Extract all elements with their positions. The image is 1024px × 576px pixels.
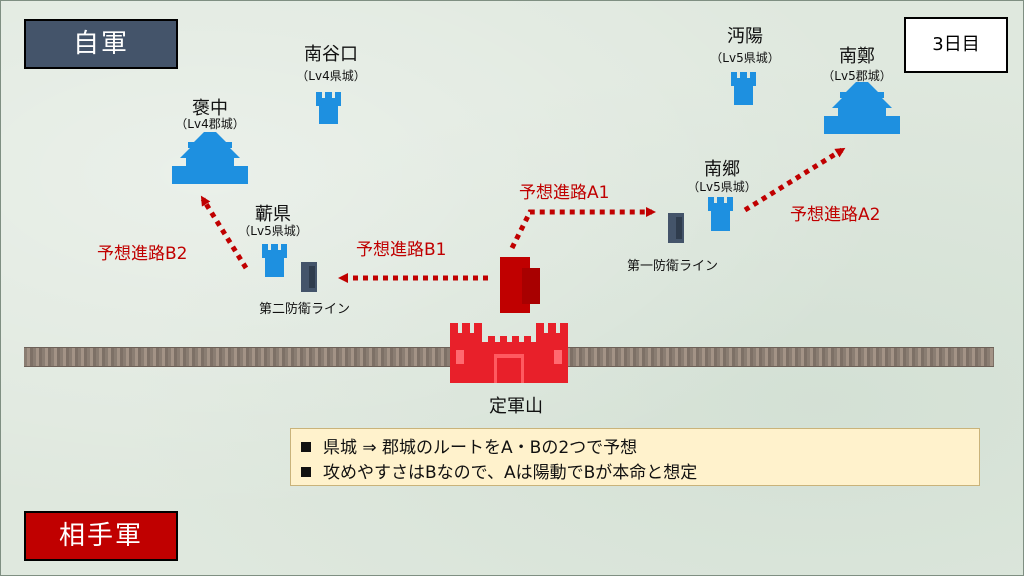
castle-icon-nantei bbox=[824, 82, 900, 134]
route-label-a2: 予想進路A2 bbox=[790, 205, 881, 225]
castle-name-teigun: 定軍山 bbox=[489, 396, 543, 417]
bullet-square-icon bbox=[301, 442, 311, 452]
route-arrow-a2 bbox=[743, 147, 846, 213]
castle-icon-benyo bbox=[731, 72, 756, 105]
self-army-badge: 自軍 bbox=[24, 19, 178, 69]
castle-name-nantei: 南鄭 bbox=[839, 46, 875, 67]
castle-name-nankyo: 南郷 bbox=[704, 159, 740, 180]
castle-level-benyo: （Lv5県城） bbox=[710, 51, 780, 65]
route-label-b2: 予想進路B2 bbox=[97, 244, 188, 264]
castle-name-kinken: 蘄県 bbox=[255, 204, 291, 225]
castle-icon-teigun bbox=[450, 323, 568, 383]
defense-marker-second bbox=[301, 262, 317, 292]
castle-name-hochu: 褒中 bbox=[192, 98, 228, 119]
castle-name-nankoku: 南谷口 bbox=[304, 44, 358, 65]
defense-line-second-label: 第二防衛ライン bbox=[259, 302, 351, 317]
castle-icon-nankoku bbox=[316, 92, 341, 124]
route-arrow-b2 bbox=[200, 195, 249, 270]
castle-icon-nankyo bbox=[708, 197, 733, 231]
route-label-a1: 予想進路A1 bbox=[519, 183, 610, 203]
castle-icon-hochu bbox=[172, 132, 248, 184]
note-item: 県城 ⇒ 郡城のルートをA・Bの2つで予想 bbox=[301, 433, 637, 458]
castle-level-kinken: （Lv5県城） bbox=[238, 224, 308, 238]
castle-icon-kinken bbox=[262, 244, 287, 277]
defense-line-first-label: 第一防衛ライン bbox=[627, 259, 719, 274]
note-text: 県城 ⇒ 郡城のルートをA・Bの2つで予想 bbox=[323, 438, 638, 458]
notes-box: 県城 ⇒ 郡城のルートをA・Bの2つで予想 攻めやすさはBなので、Aは陽動でBが… bbox=[290, 428, 980, 486]
enemy-unit-marker bbox=[500, 257, 540, 313]
castle-level-nantei: （Lv5郡城） bbox=[822, 69, 892, 83]
day-indicator: 3日目 bbox=[904, 17, 1008, 73]
note-item: 攻めやすさはBなので、Aは陽動でBが本命と想定 bbox=[301, 458, 697, 483]
castle-level-nankoku: （Lv4県城） bbox=[296, 69, 366, 83]
enemy-army-badge: 相手軍 bbox=[24, 511, 178, 561]
note-text: 攻めやすさはBなので、Aは陽動でBが本命と想定 bbox=[323, 463, 698, 483]
route-label-b1: 予想進路B1 bbox=[356, 240, 447, 260]
bullet-square-icon bbox=[301, 467, 311, 477]
castle-name-benyo: 沔陽 bbox=[727, 26, 763, 47]
castle-level-nankyo: （Lv5県城） bbox=[687, 180, 757, 194]
defense-marker-first bbox=[668, 213, 684, 243]
route-arrow-a1 bbox=[509, 207, 656, 250]
castle-level-hochu: （Lv4郡城） bbox=[175, 117, 245, 131]
